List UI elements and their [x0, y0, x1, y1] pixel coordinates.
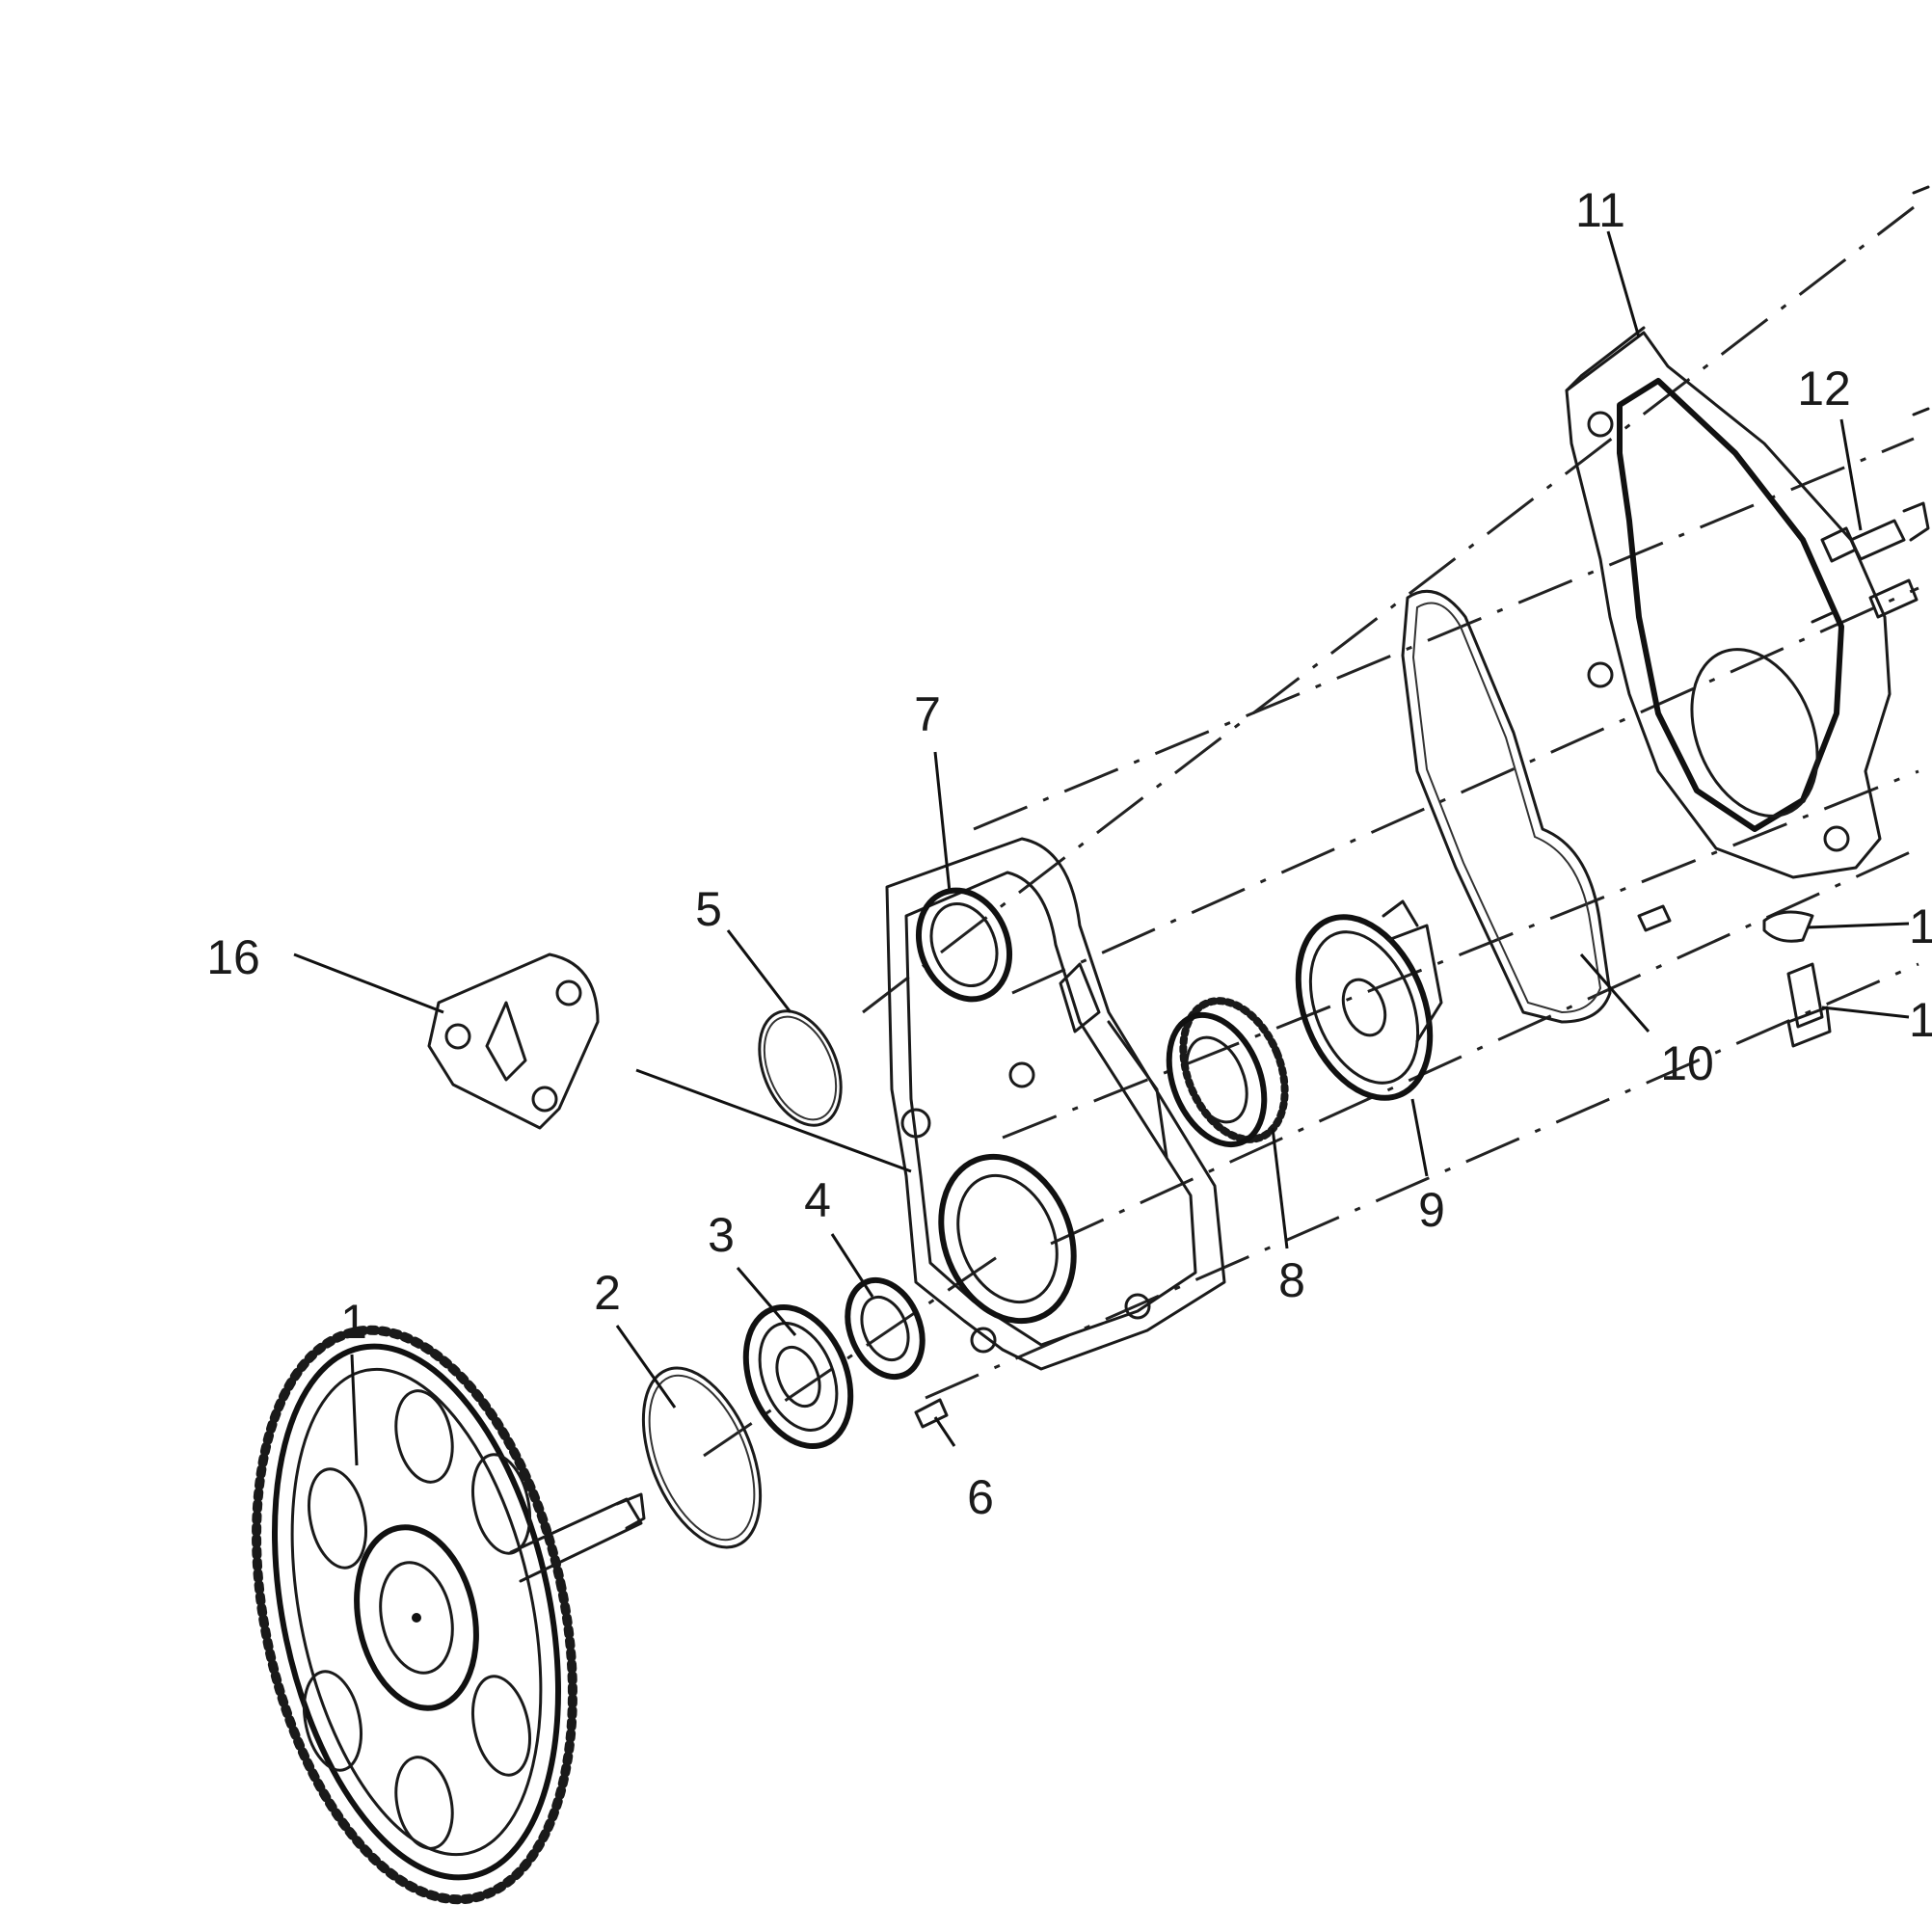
- label-part-9: 9: [1418, 1183, 1445, 1237]
- label-part-8: 8: [1278, 1253, 1305, 1307]
- label-part-16: 16: [206, 930, 260, 984]
- label-part-4: 4: [804, 1173, 831, 1227]
- label-part-3: 3: [708, 1208, 735, 1262]
- part-gear: [252, 1325, 646, 1905]
- part-cover: [1565, 326, 1892, 879]
- part-dowel-pin: [914, 1398, 949, 1429]
- label-part-5: 5: [695, 882, 722, 936]
- label-part-7: 7: [914, 687, 941, 741]
- label-part-partial-b: 1: [1909, 993, 1932, 1047]
- part-o-ring: [758, 1009, 843, 1127]
- callout-labels: 1 2 3 4 5 6 7 8 9 10 11 12 16 1 1: [206, 183, 1932, 1524]
- part-plate: [427, 953, 600, 1130]
- leader-lines: [293, 230, 1910, 1466]
- part-bolts: [1637, 185, 1930, 1048]
- part-impeller: [1295, 899, 1443, 1101]
- part-gasket: [1401, 589, 1612, 1024]
- label-part-1: 1: [340, 1295, 367, 1349]
- label-part-11: 11: [1575, 183, 1625, 237]
- part-bearing: [742, 1303, 854, 1450]
- assembly-axes: [703, 205, 1919, 1458]
- part-seal: [845, 1276, 926, 1381]
- part-housing: [885, 837, 1226, 1371]
- label-part-6: 6: [967, 1470, 994, 1524]
- label-part-10: 10: [1660, 1036, 1714, 1090]
- label-part-12: 12: [1797, 362, 1851, 416]
- part-mechanical-seal: [1166, 997, 1289, 1148]
- label-part-2: 2: [594, 1266, 621, 1320]
- label-part-partial-a: 1: [1909, 899, 1932, 953]
- part-ring: [641, 1366, 763, 1549]
